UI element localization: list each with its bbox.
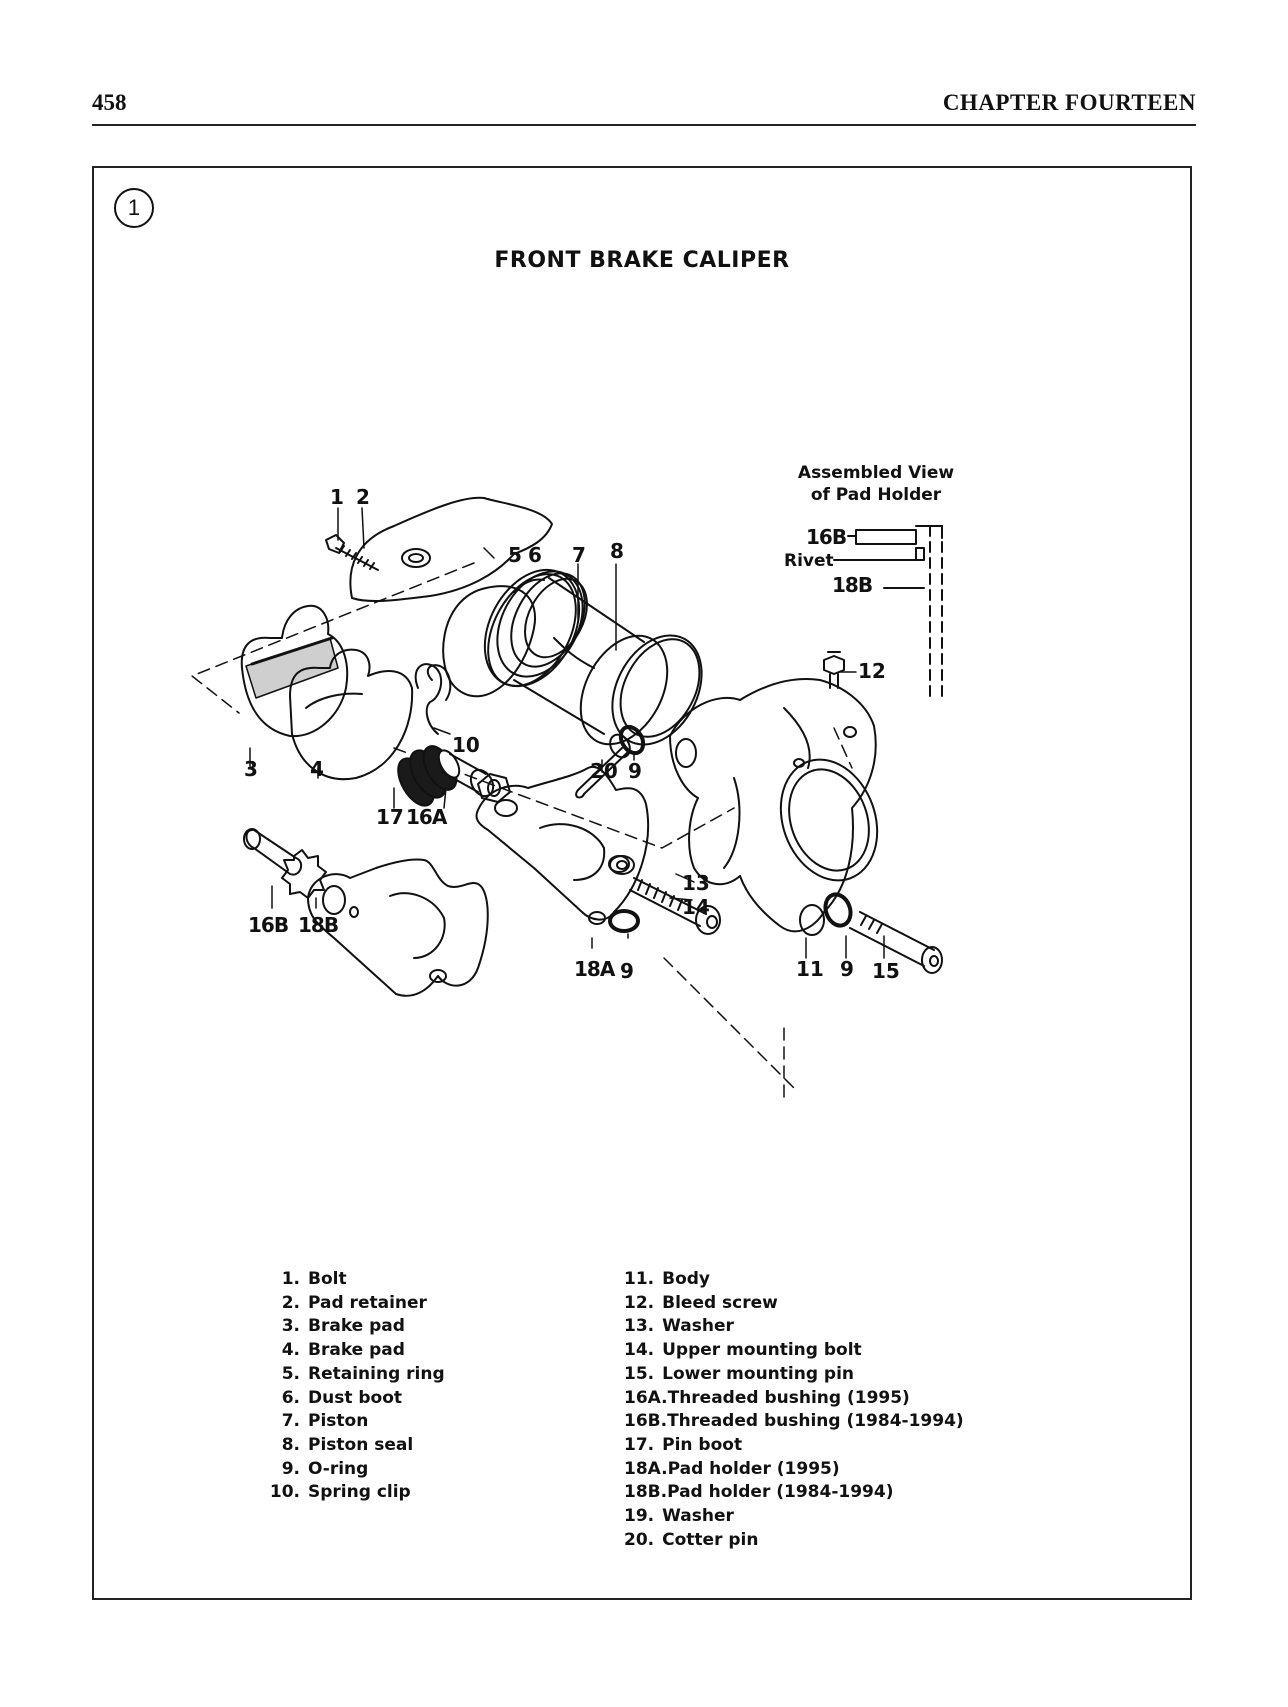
callout-4: 4: [310, 757, 324, 781]
callout-2: 2: [356, 485, 370, 509]
callout-20: 20: [590, 759, 618, 783]
callout-17: 17: [376, 805, 404, 829]
callout-10: 10: [452, 733, 480, 757]
pad-holder-18b-part: [307, 858, 489, 997]
figure-number-badge: 1: [114, 188, 154, 228]
threaded-bushing-16a-part: [441, 753, 511, 803]
callout-7: 7: [572, 543, 586, 567]
legend-item: 4.Brake pad: [281, 1340, 405, 1361]
legend-item: 11.Body: [624, 1269, 711, 1289]
legend-item: 18A.Pad holder (1995): [624, 1458, 840, 1479]
exploded-caliper-diagram: 1 2 5 6 7 8 3 4 10 17 16A 20 9 12 16B 18…: [191, 463, 954, 1099]
leader-lines: [249, 507, 885, 959]
threaded-bushing-16b-part: [243, 828, 327, 899]
retaining-ring-part: [442, 578, 545, 698]
legend-item: 17.Pin boot: [624, 1434, 743, 1455]
legend-item: 18B.Pad holder (1984-1994): [624, 1482, 894, 1503]
callout-3: 3: [244, 757, 258, 781]
legend-item: 16A.Threaded bushing (1995): [624, 1387, 910, 1408]
legend-item: 10.Spring clip: [269, 1482, 411, 1503]
legend-item: 3.Brake pad: [281, 1316, 405, 1337]
o-ring-middle-part: [609, 724, 646, 759]
chapter-title: CHAPTER FOURTEEN: [942, 90, 1196, 115]
callout-11: 11: [796, 957, 824, 981]
callout-16b: 16B: [248, 913, 288, 937]
lower-mounting-pin-part: [849, 911, 943, 974]
callout-5: 5: [508, 543, 522, 567]
legend-item: 9.O-ring: [281, 1458, 369, 1479]
pad-holder-18a-part: [475, 765, 650, 925]
inset-title-line-2: of Pad Holder: [811, 485, 942, 505]
pin-boot-part: [397, 745, 461, 807]
callout-6: 6: [528, 543, 542, 567]
parts-legend-right: 11.Body 12.Bleed screw 13.Washer 14.Uppe…: [624, 1268, 964, 1552]
inset-label-16b: 16B: [806, 525, 846, 549]
parts-legend-left: 1.Bolt 2.Pad retainer 3.Brake pad 4.Brak…: [264, 1268, 445, 1505]
legend-item: 19.Washer: [624, 1506, 734, 1527]
legend-item: 12.Bleed screw: [624, 1292, 778, 1313]
page-number: 458: [92, 90, 127, 115]
legend-item: 15.Lower mounting pin: [624, 1363, 855, 1384]
upper-mounting-bolt-part: [629, 877, 721, 935]
header-rule: [92, 124, 1196, 126]
legend-item: 6.Dust boot: [281, 1387, 403, 1408]
inset-pad-holder-assembly: [833, 525, 943, 699]
figure-frame: 1 FRONT BRAKE CALIPER: [92, 166, 1192, 1600]
callout-12: 12: [858, 659, 886, 683]
legend-item: 8.Piston seal: [281, 1434, 414, 1455]
callout-18b: 18B: [298, 913, 338, 937]
callout-18a: 18A: [574, 957, 616, 981]
legend-item: 13.Washer: [624, 1316, 734, 1337]
callout-15: 15: [872, 959, 900, 983]
inset-title-line-1: Assembled View: [798, 463, 954, 483]
assembly-centerlines: [191, 562, 853, 1099]
spring-clip-part: [414, 663, 452, 735]
pad-retainer-part: [349, 496, 553, 603]
legend-item: 1.Bolt: [281, 1269, 347, 1289]
washer-13-part: [609, 855, 635, 875]
bleed-screw-part: [823, 651, 845, 689]
o-ring-right-part: [823, 892, 853, 928]
callout-1: 1: [330, 485, 344, 509]
callout-14: 14: [682, 895, 710, 919]
legend-item: 2.Pad retainer: [281, 1292, 427, 1313]
callout-16a: 16A: [406, 805, 448, 829]
legend-item: 14.Upper mounting bolt: [624, 1340, 862, 1361]
legend-item: 16B.Threaded bushing (1984-1994): [624, 1411, 964, 1432]
callout-13: 13: [682, 871, 710, 895]
piston-seal-part: [611, 634, 703, 746]
callout-8: 8: [610, 539, 624, 563]
callout-9-middle: 9: [628, 759, 642, 783]
piston-part: [487, 573, 669, 746]
bolt-part: [325, 534, 379, 571]
brake-pad-inner-part: [289, 648, 414, 781]
figure-title: FRONT BRAKE CALIPER: [494, 248, 790, 273]
inset-label-rivet: Rivet: [784, 551, 834, 571]
brake-pad-outer-part: [240, 604, 349, 738]
callout-9-lower-left: 9: [620, 959, 634, 983]
legend-item: 7.Piston: [281, 1411, 369, 1432]
legend-item: 20.Cotter pin: [624, 1529, 759, 1550]
callout-9-right: 9: [840, 957, 854, 981]
inset-label-18b: 18B: [832, 573, 872, 597]
legend-item: 5.Retaining ring: [281, 1363, 445, 1384]
o-ring-lower-left-part: [608, 909, 640, 933]
